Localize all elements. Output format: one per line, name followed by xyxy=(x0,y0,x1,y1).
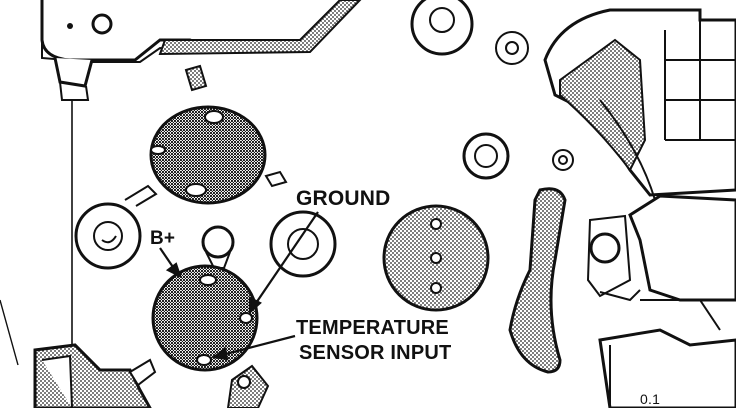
lower-left-bracket xyxy=(33,343,270,408)
b-plus-label: B+ xyxy=(150,228,176,249)
upper-connector-disc xyxy=(149,105,267,205)
right-connector-disc xyxy=(382,204,490,312)
curved-lever xyxy=(508,187,567,374)
part-marking-fragment: 0.1 xyxy=(640,391,661,407)
callout-arrows xyxy=(159,211,319,361)
ground-label: GROUND xyxy=(296,187,391,210)
right-housing xyxy=(543,8,736,302)
temperature-sensor-input-label-line1: TEMPERATURE xyxy=(296,317,449,339)
sensor-connector-disc xyxy=(151,264,259,372)
left-boss xyxy=(74,184,158,270)
temperature-sensor-input-label-line2: SENSOR INPUT xyxy=(299,342,452,364)
middle-boss xyxy=(269,210,337,278)
upper-left-bracket xyxy=(40,0,362,101)
b-plus-terminal-ring xyxy=(201,225,235,269)
upper-right-rings xyxy=(410,0,574,180)
